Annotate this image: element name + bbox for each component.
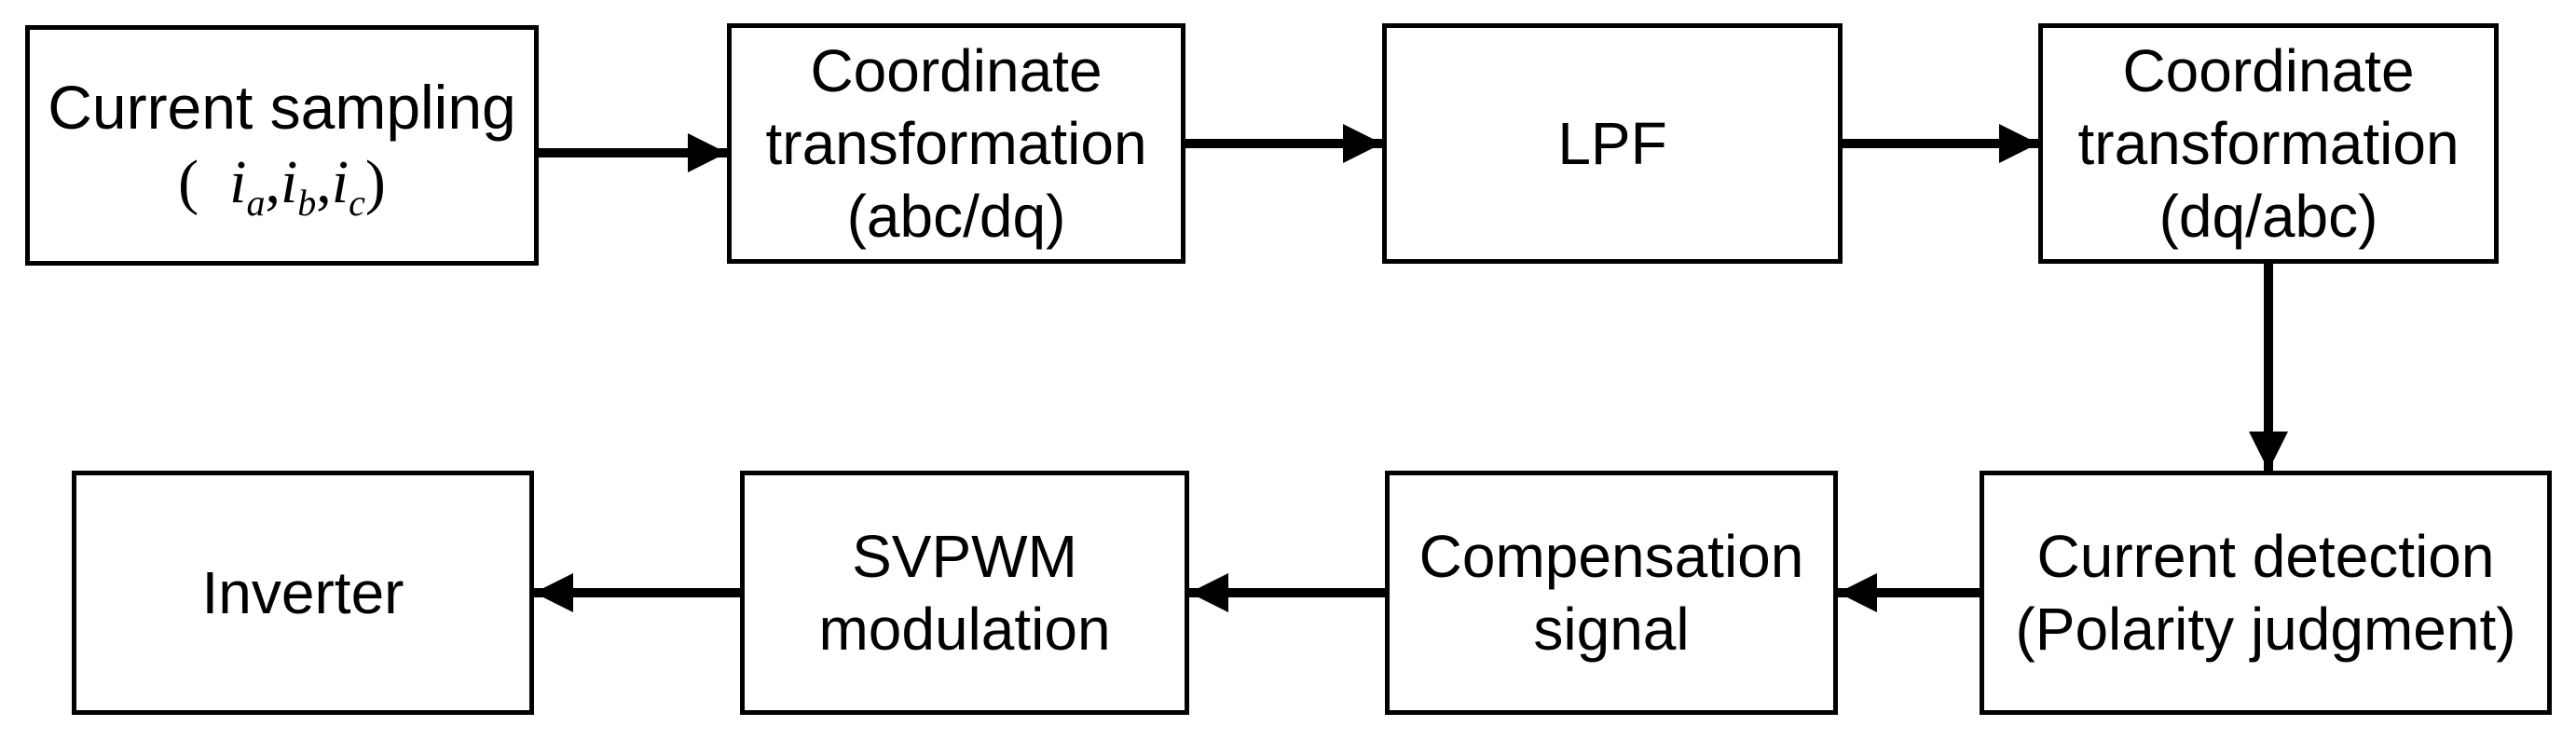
subscript-c: c: [349, 182, 365, 224]
coord-abc-dq-line2: transformation: [765, 109, 1147, 177]
current-sampling-block: Current sampling ( ia,ib,ic): [25, 25, 539, 266]
symbol-i-a: i: [229, 148, 247, 216]
coordinate-transformation-abc-dq-block: Coordinate transformation (abc/dq): [727, 23, 1185, 264]
compensation-signal-block: Compensation signal: [1385, 471, 1838, 715]
coord-abc-dq-line1: Coordinate: [810, 36, 1103, 104]
comma-1: ,: [265, 148, 281, 216]
subscript-b: b: [297, 182, 317, 224]
lpf-block: LPF: [1382, 23, 1843, 264]
current-detection-line2: (Polarity judgment): [2015, 596, 2516, 663]
comma-2: ,: [316, 148, 332, 216]
svpwm-line2: modulation: [818, 596, 1111, 663]
open-paren: (: [178, 148, 199, 216]
svpwm-modulation-block: SVPWM modulation: [740, 471, 1189, 715]
close-paren: ): [364, 148, 386, 216]
lpf-label: LPF: [1557, 109, 1667, 177]
current-sampling-title: Current sampling: [48, 73, 516, 143]
symbol-i-c: i: [331, 148, 349, 216]
compensation-signal-line1: Compensation: [1418, 522, 1804, 590]
svpwm-line1: SVPWM: [852, 522, 1077, 590]
current-detection-line1: Current detection: [2036, 522, 2495, 590]
inverter-label: Inverter: [201, 558, 404, 626]
coord-dq-abc-line3: (dq/abc): [2158, 183, 2378, 251]
coord-abc-dq-line3: (abc/dq): [846, 183, 1066, 251]
coord-dq-abc-line1: Coordinate: [2122, 36, 2415, 104]
current-detection-block: Current detection (Polarity judgment): [1980, 471, 2552, 715]
compensation-signal-line2: signal: [1533, 596, 1690, 663]
subscript-a: a: [246, 182, 266, 224]
symbol-i-b: i: [280, 148, 298, 216]
current-sampling-symbols: ( ia,ib,ic): [178, 145, 386, 224]
inverter-block: Inverter: [72, 471, 534, 715]
coord-dq-abc-line2: transformation: [2077, 109, 2460, 177]
coordinate-transformation-dq-abc-block: Coordinate transformation (dq/abc): [2038, 23, 2499, 264]
